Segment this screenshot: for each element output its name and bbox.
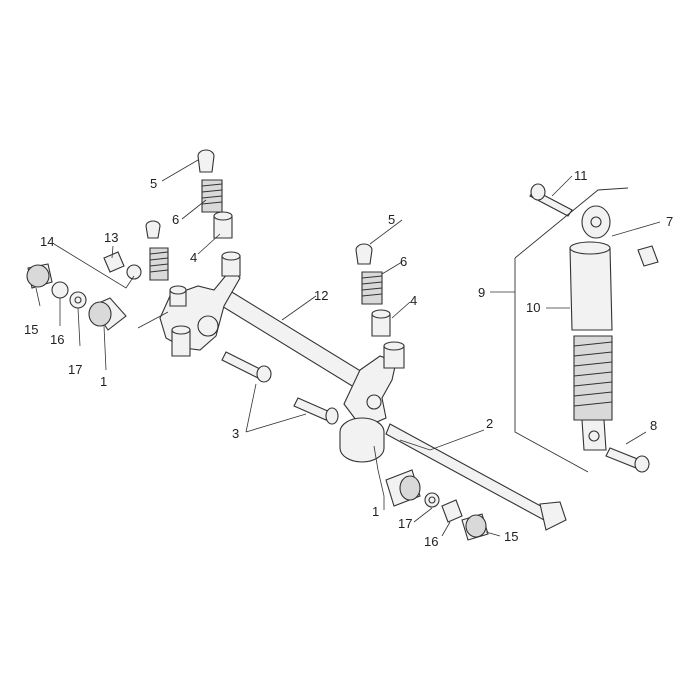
callout-4-left: 4 <box>190 250 197 265</box>
callout-5-left: 5 <box>150 176 157 191</box>
callout-17-right: 17 <box>398 516 412 531</box>
bolt-8-head <box>634 455 650 473</box>
left-bush-stack <box>169 251 241 357</box>
callout-1-right: 1 <box>372 504 379 519</box>
callout-6-right: 6 <box>400 254 407 269</box>
bush-cap <box>213 211 233 221</box>
callout-16-right: 16 <box>424 534 438 549</box>
right-outer-stack <box>385 469 489 541</box>
bush-right-lower-cap <box>383 341 405 351</box>
bush-top-cap <box>221 251 241 261</box>
callout-12: 12 <box>314 288 328 303</box>
bush-1-right-face <box>399 475 421 501</box>
callout-8: 8 <box>650 418 657 433</box>
nut-13 <box>103 251 125 273</box>
callout-9: 9 <box>478 285 485 300</box>
bush-upper-top <box>169 285 187 295</box>
callout-14: 14 <box>40 234 54 249</box>
cross-tube <box>211 285 373 393</box>
pivot-bushing-body <box>339 432 385 463</box>
callout-15-right: 15 <box>504 529 518 544</box>
callout-17-left: 17 <box>68 362 82 377</box>
callout-4-right: 4 <box>410 293 417 308</box>
nut-16-left <box>51 281 69 299</box>
shock-top-eye-hole <box>590 216 602 228</box>
callout-11: 11 <box>574 168 588 183</box>
washer-17-left-hole <box>74 296 82 304</box>
bolt-3-right-head <box>325 407 339 425</box>
bolt-2-head <box>539 501 567 531</box>
right-bracket-bore <box>366 394 382 410</box>
nut-7 <box>637 245 659 267</box>
rubber-pad-right <box>355 243 373 265</box>
shock-absorber-assembly <box>514 183 659 473</box>
left-bracket-bore <box>197 315 219 337</box>
shock-group-bracket <box>514 187 629 473</box>
bolt-3-left-head <box>256 365 272 383</box>
callout-1-left: 1 <box>100 374 107 389</box>
swing-arm-assembly <box>159 267 397 463</box>
shock-body <box>569 247 613 331</box>
nut-16-right <box>441 499 463 523</box>
bolt-11-head <box>530 183 546 201</box>
callouts: 1 1 2 3 4 4 5 5 6 6 7 8 9 10 11 12 13 14… <box>24 168 673 549</box>
spring-coils <box>201 183 223 205</box>
shock-spring <box>573 335 613 421</box>
bolt-3-right <box>293 397 331 421</box>
left-lower-spring-stack <box>145 220 169 281</box>
callout-7: 7 <box>666 214 673 229</box>
bush-lower-top <box>171 325 191 335</box>
left-upper-spring-stack <box>197 149 233 239</box>
shock-spring-coils <box>573 341 613 407</box>
right-spring-stack <box>355 243 405 369</box>
bolt-3-left <box>221 351 263 379</box>
bush-right-cap <box>371 309 391 319</box>
bolts <box>221 351 339 425</box>
shock-bottom-eye-hole <box>588 430 600 442</box>
shock-body-top <box>569 241 611 255</box>
callout-16-left: 16 <box>50 332 64 347</box>
callout-2: 2 <box>486 416 493 431</box>
washer-17-right-hole <box>428 496 436 504</box>
rubber-pad-2 <box>145 220 161 239</box>
spring-right-coils <box>361 275 383 297</box>
through-bolt <box>385 423 567 531</box>
callout-15-left: 15 <box>24 322 38 337</box>
callout-13: 13 <box>104 230 118 245</box>
washer-14 <box>126 264 142 280</box>
cap-15-right-face <box>465 514 487 538</box>
callout-10: 10 <box>526 300 540 315</box>
cap-15-left-face <box>26 264 50 288</box>
callout-3: 3 <box>232 426 239 441</box>
spring-2-coils <box>149 251 169 273</box>
bush-1-left-face <box>88 301 112 327</box>
left-outer-stack <box>26 251 142 331</box>
callout-6-left: 6 <box>172 212 179 227</box>
leader-lines <box>35 159 661 537</box>
callout-5-right: 5 <box>388 212 395 227</box>
rubber-pad <box>197 149 215 173</box>
